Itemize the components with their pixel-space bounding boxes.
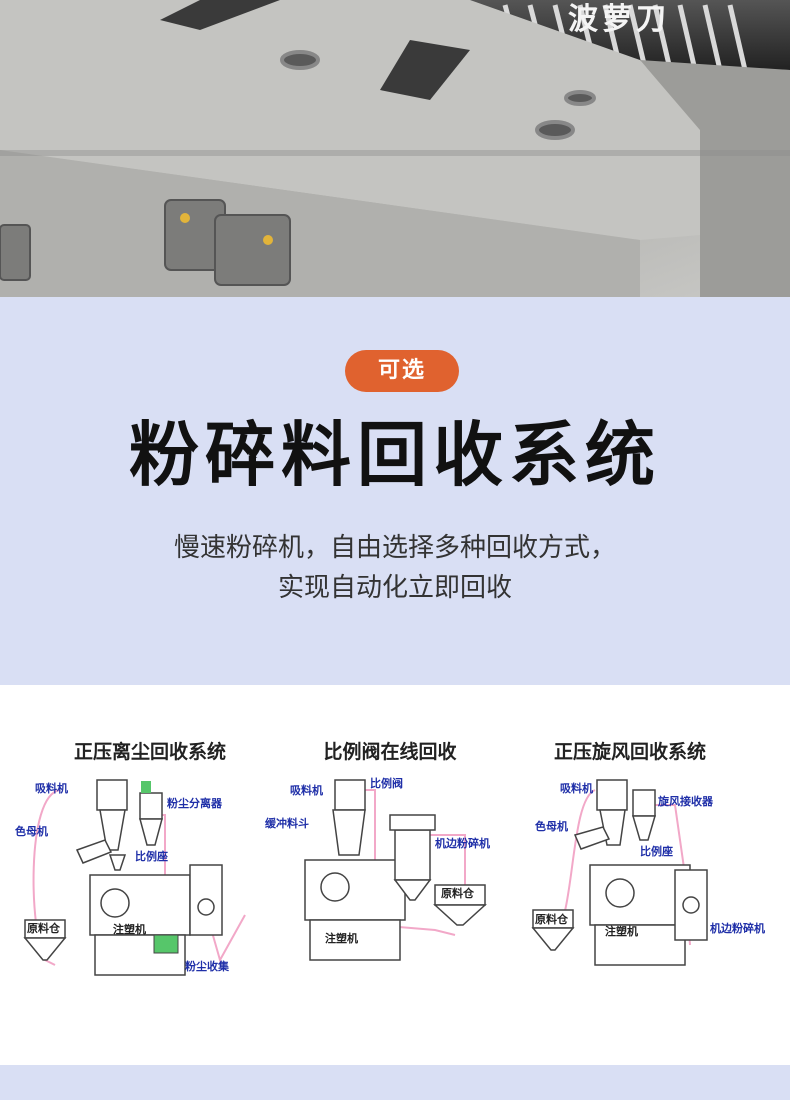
optional-badge: 可选: [345, 350, 459, 392]
label-hopper: 原料仓: [535, 912, 569, 926]
label-ratio-seat: 比例座: [135, 849, 168, 863]
description-line: 实现自动化立即回收: [277, 573, 512, 603]
label-injection-machine: 注塑机: [113, 922, 146, 936]
label-colorer: 色母机: [535, 819, 568, 833]
blade-label: 波萝刀: [568, 2, 670, 37]
label-colorer: 色母机: [15, 824, 48, 838]
diagram-positive-pressure-dust: 吸料机 粉尘分离器 色母机 比例座 原料仓 注塑机 粉尘收集: [15, 779, 246, 976]
crusher-blade-illustration: [0, 0, 790, 297]
diagram-proportional-valve: 吸料机 比例阀 缓冲料斗 机边粉碎机 原料仓 注塑机: [265, 776, 490, 961]
label-dust-collector: 粉尘收集: [185, 959, 230, 973]
bottom-section: [0, 1065, 790, 1100]
diagram-title: 正压旋风回收系统: [553, 741, 706, 763]
diagram-positive-pressure-cyclone: 吸料机 旋风接收器 色母机 比例座 原料仓 注塑机 机边粉碎机: [531, 779, 765, 966]
diagram-title: 比例阀在线回收: [323, 741, 457, 763]
label-cyclone-receiver: 旋风接收器: [657, 794, 714, 808]
machine-photo: 波萝刀: [0, 0, 790, 297]
label-hopper: 原料仓: [27, 921, 61, 935]
label-crusher: 机边粉碎机: [435, 836, 490, 850]
section-description: 慢速粉碎机，自由选择多种回收方式， 实现自动化立即回收: [0, 528, 790, 608]
label-injection-machine: 注塑机: [605, 924, 638, 938]
label-buffer-hopper: 缓冲料斗: [265, 816, 309, 830]
label-injection-machine: 注塑机: [325, 931, 358, 945]
label-crusher: 机边粉碎机: [710, 921, 765, 935]
label-dust-separator: 粉尘分离器: [167, 796, 223, 810]
label-suction: 吸料机: [560, 781, 593, 795]
label-suction: 吸料机: [290, 783, 323, 797]
recycling-diagrams: 正压离尘回收系统 吸料机 粉尘分离器 色母机 比例座 原料仓: [0, 685, 790, 1065]
description-line: 慢速粉碎机，自由选择多种回收方式，: [173, 533, 616, 563]
label-hopper: 原料仓: [441, 886, 475, 900]
label-ratio-valve: 比例阀: [370, 776, 403, 790]
diagram-title: 正压离尘回收系统: [73, 741, 226, 763]
label-suction: 吸料机: [35, 781, 68, 795]
section-title: 粉碎料回收系统: [129, 414, 661, 496]
label-ratio-seat: 比例座: [640, 844, 673, 858]
